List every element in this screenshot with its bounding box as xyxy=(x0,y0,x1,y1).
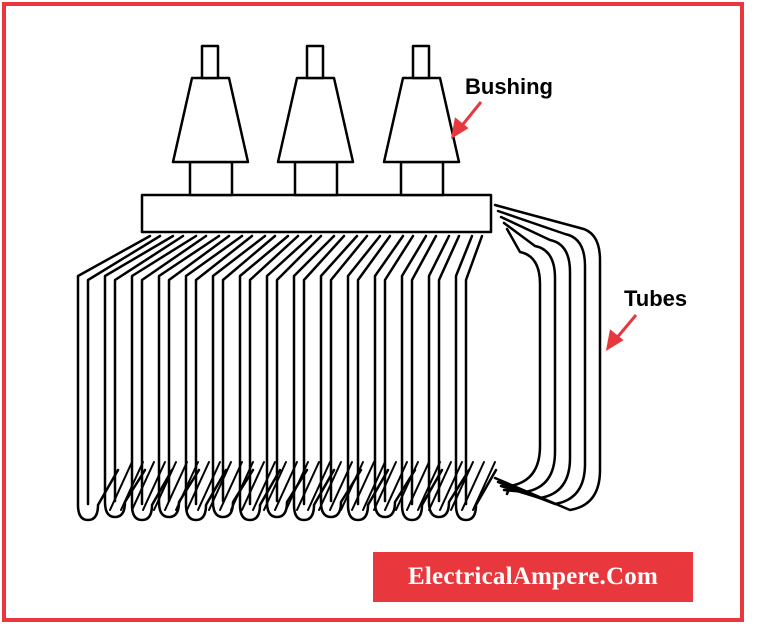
side-tube xyxy=(493,203,602,512)
tube xyxy=(319,234,363,519)
tube xyxy=(454,234,498,522)
tube-inner xyxy=(221,234,277,503)
tube-inner xyxy=(194,234,254,506)
tubes-label: Tubes xyxy=(624,286,687,311)
hatch-line xyxy=(384,461,408,511)
tube-inner xyxy=(113,234,185,503)
tube-inner xyxy=(383,234,415,503)
tube xyxy=(400,234,444,522)
tube xyxy=(373,234,417,519)
side-tube-bundle xyxy=(493,203,602,512)
watermark-badge: ElectricalAmpere.Com xyxy=(373,552,693,602)
side-tube xyxy=(499,215,572,500)
tube xyxy=(184,234,244,522)
hatch-line xyxy=(296,461,320,511)
tube xyxy=(292,234,336,522)
hatch-line xyxy=(142,461,166,511)
tube xyxy=(76,234,152,522)
tube-inner xyxy=(302,234,346,506)
hatch-line xyxy=(307,461,331,511)
tube xyxy=(346,234,390,522)
bushing-arrow xyxy=(450,101,483,140)
side-tube xyxy=(502,221,557,494)
bushing-2 xyxy=(276,44,355,197)
bushing-label: Bushing xyxy=(465,74,553,99)
tank-cover xyxy=(140,193,493,234)
tube xyxy=(130,234,198,522)
tube-inner xyxy=(329,234,369,503)
tube-inner xyxy=(356,234,392,506)
tube-inner xyxy=(464,234,484,506)
side-tube xyxy=(496,209,587,506)
side-tube xyxy=(505,227,542,496)
hatch-line xyxy=(406,461,430,511)
frame-border xyxy=(2,2,744,622)
hatch-line xyxy=(252,461,276,511)
bushing-3 xyxy=(382,44,461,197)
tube-inner xyxy=(86,234,162,506)
tube xyxy=(157,234,221,519)
tube xyxy=(265,234,313,519)
tube-inner xyxy=(140,234,208,506)
tube-inner xyxy=(437,234,461,503)
tube-inner xyxy=(275,234,323,503)
tube xyxy=(103,234,175,519)
cooling-tubes xyxy=(76,234,498,522)
bushing-1 xyxy=(171,44,250,197)
hatch-line xyxy=(351,461,375,511)
tubes-arrow xyxy=(605,314,638,352)
tube-inner xyxy=(167,234,231,503)
hatch-line xyxy=(241,461,265,511)
tube-inner xyxy=(410,234,438,506)
tube-inner xyxy=(248,234,300,506)
tube xyxy=(238,234,290,522)
hatch-line xyxy=(186,461,210,511)
hatch-line xyxy=(109,461,133,511)
hatch-line xyxy=(197,461,221,511)
tube xyxy=(427,234,471,519)
watermark-text: ElectricalAmpere.Com xyxy=(408,563,658,590)
hatch-line xyxy=(439,461,463,511)
tube xyxy=(211,234,267,519)
